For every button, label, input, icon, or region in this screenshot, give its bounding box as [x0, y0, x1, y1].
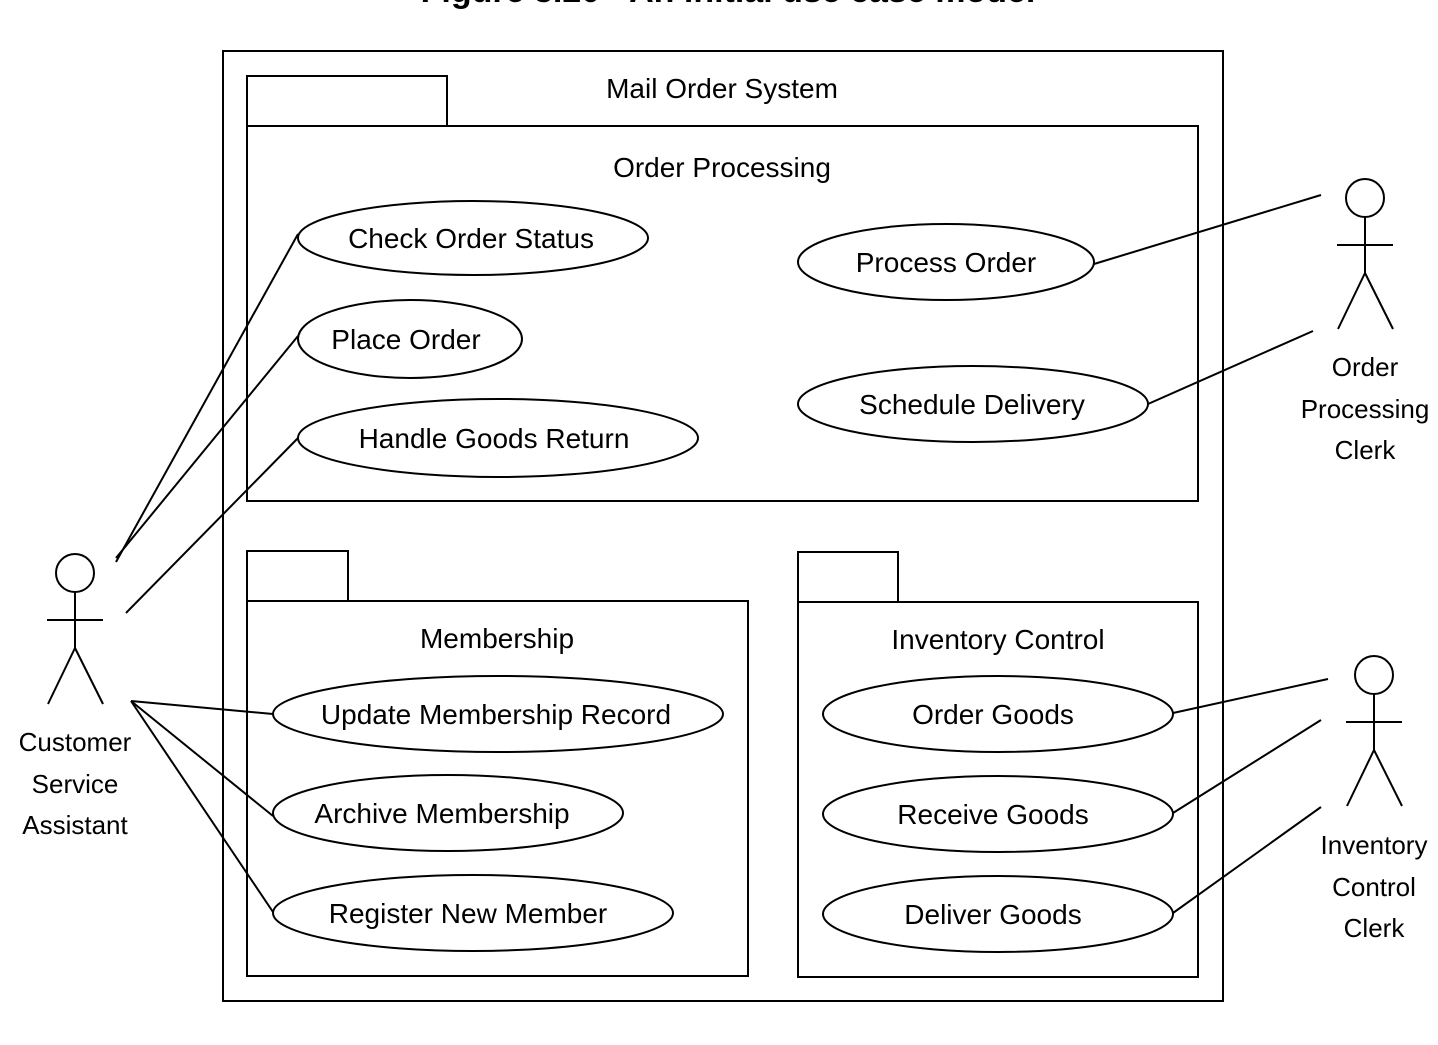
use-case-label: Place Order — [331, 324, 480, 355]
use-case-receive-goods — [822, 775, 1174, 853]
package-inventory-control: Inventory Control Order Goods Receive Go… — [797, 551, 1199, 978]
association-line — [1172, 719, 1322, 814]
use-case-check-order-status — [297, 200, 649, 276]
association-line — [1147, 330, 1314, 405]
use-case-label: Deliver Goods — [904, 899, 1081, 930]
associations — [115, 194, 1329, 914]
use-case-register-new-member — [272, 874, 674, 952]
use-case-label: Process Order — [856, 247, 1037, 278]
package-label: Membership — [420, 623, 574, 654]
package-tab — [246, 75, 448, 127]
use-case-order-goods — [822, 675, 1174, 753]
stick-figure-icon — [47, 553, 104, 705]
use-case-label: Schedule Delivery — [859, 389, 1085, 420]
association-line — [130, 700, 274, 715]
use-case-label: Register New Member — [329, 898, 608, 929]
association-line — [130, 700, 274, 817]
system-label: Mail Order System — [606, 73, 838, 104]
package-label: Order Processing — [613, 152, 831, 183]
use-case-archive-membership — [272, 774, 624, 852]
package-membership: Membership Update Membership Record Arch… — [246, 550, 749, 977]
association-line — [115, 335, 299, 559]
use-case-label: Handle Goods Return — [359, 423, 630, 454]
actor-label-line: Clerk — [1344, 913, 1406, 943]
use-case-deliver-goods — [822, 875, 1174, 953]
actor-label-line: Order — [1332, 352, 1399, 382]
association-line — [1172, 678, 1329, 714]
package-tab — [246, 550, 349, 602]
stick-figure-icon — [1346, 655, 1403, 807]
use-case-label: Update Membership Record — [321, 699, 671, 730]
stick-figure-icon — [1337, 178, 1394, 330]
actor-label-line: Customer — [19, 727, 132, 757]
association-line — [1093, 194, 1322, 265]
actor-label-line: Processing — [1301, 394, 1430, 424]
figure-title: Figure 3.20 - An initial use case model — [421, 0, 1036, 10]
package-order-processing: Order Processing Check Order Status Plac… — [246, 75, 1199, 502]
actor-label-line: Assistant — [22, 810, 128, 840]
actor-label-line: Service — [32, 769, 119, 799]
actor-order-processing-clerk: Order Processing Clerk — [1301, 178, 1430, 465]
actor-inventory-control-clerk: Inventory Control Clerk — [1321, 655, 1428, 943]
use-case-label: Check Order Status — [348, 223, 594, 254]
actor-label-line: Clerk — [1335, 435, 1397, 465]
association-line — [115, 233, 299, 563]
package-tab — [797, 551, 899, 603]
actor-label-line: Control — [1332, 872, 1416, 902]
actor-customer-service-assistant: Customer Service Assistant — [19, 553, 132, 840]
use-case-label: Archive Membership — [314, 798, 569, 829]
use-case-label: Order Goods — [912, 699, 1074, 730]
association-line — [130, 700, 274, 913]
association-line — [1172, 806, 1322, 914]
use-case-place-order — [297, 299, 523, 379]
package-label: Inventory Control — [891, 624, 1104, 655]
actor-label-line: Inventory — [1321, 830, 1428, 860]
use-case-label: Receive Goods — [897, 799, 1088, 830]
association-line — [125, 437, 299, 614]
use-case-process-order — [797, 223, 1095, 301]
